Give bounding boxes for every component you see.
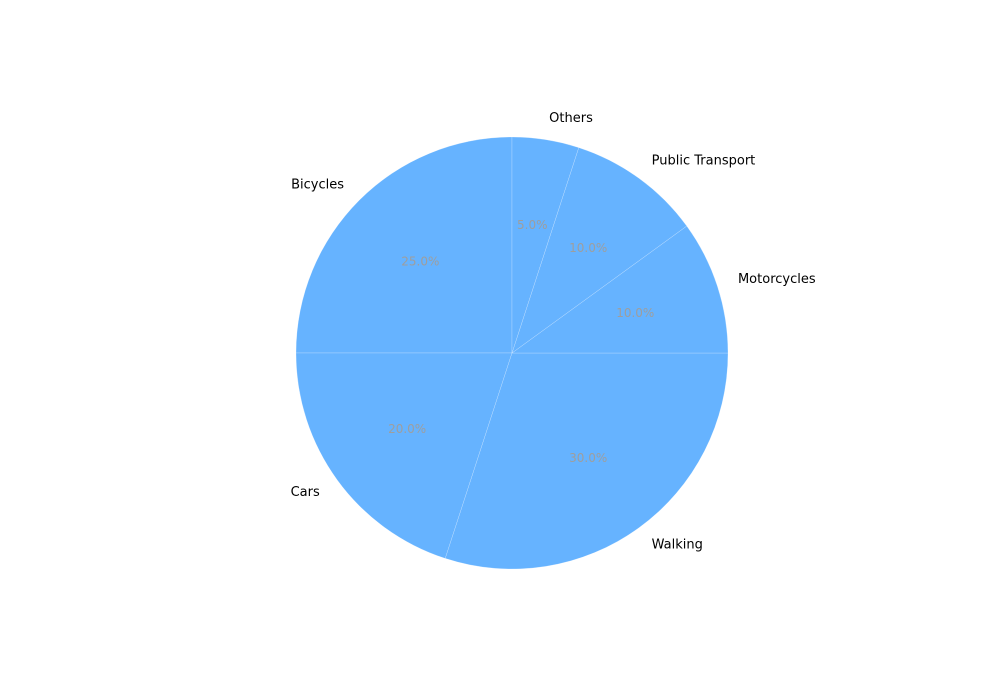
category-label-walking: Walking — [652, 538, 703, 553]
percent-label-bicycles: 25.0% — [401, 254, 439, 268]
category-label-cars: Cars — [291, 485, 320, 500]
percent-label-walking: 30.0% — [569, 451, 607, 465]
percent-label-cars: 20.0% — [388, 422, 426, 436]
category-label-public-transport: Public Transport — [652, 153, 756, 168]
percentage-labels: 25.0% 20.0% 30.0% 10.0% 10.0% 5.0% — [388, 218, 654, 465]
category-label-others: Others — [549, 111, 593, 126]
percent-label-public-transport: 10.0% — [569, 241, 607, 255]
pie-slice-public-transport — [511, 147, 688, 354]
category-label-bicycles: Bicycles — [291, 177, 344, 192]
pie-slice-others — [511, 136, 580, 354]
percent-label-others: 5.0% — [517, 218, 548, 232]
percent-label-motorcycles: 10.0% — [616, 306, 654, 320]
pie-slice-bicycles — [295, 136, 513, 354]
pie-slices — [295, 136, 729, 570]
pie-slice-cars — [295, 352, 513, 559]
pie-slice-motorcycles — [511, 225, 729, 354]
pie-slice-walking — [444, 352, 729, 570]
category-label-motorcycles: Motorcycles — [738, 272, 816, 287]
